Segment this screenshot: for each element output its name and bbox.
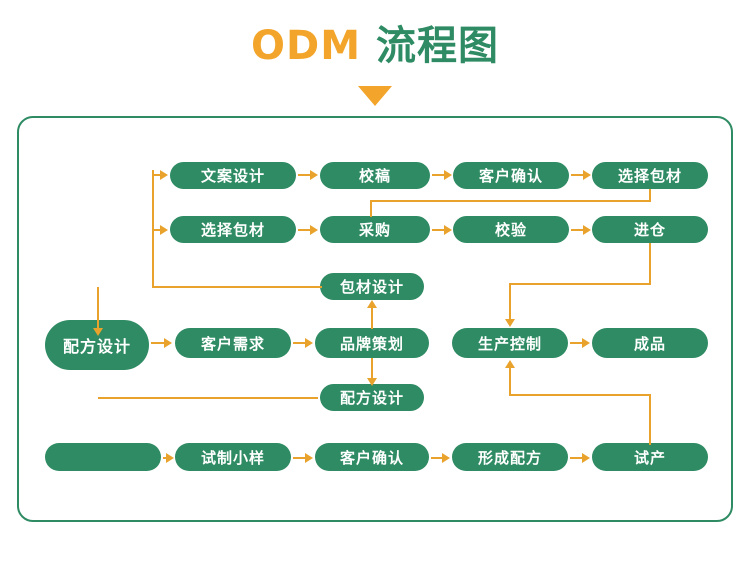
connector-material2-to-purchase [298, 229, 314, 231]
connector-left-to-formula2 [98, 397, 318, 399]
node-form-formula[interactable]: 形成配方 [452, 443, 568, 471]
node-copywriting[interactable]: 文案设计 [170, 162, 296, 189]
connector-warehouse-left [509, 283, 651, 285]
connector-trialprod-up [649, 394, 651, 445]
node-select-material-1[interactable]: 选择包材 [592, 162, 708, 189]
node-finished-product[interactable]: 成品 [592, 328, 708, 358]
node-client-confirm-1[interactable]: 客户确认 [453, 162, 569, 189]
connector-left-bus-to-packaging-design [152, 286, 322, 288]
node-purchase[interactable]: 采购 [320, 216, 430, 243]
connector-left-bus-to-material2 [152, 229, 164, 231]
arrow-proofreading-to-confirm [444, 170, 452, 180]
arrow-need-to-brand [305, 338, 313, 348]
title-latin: ODM [251, 23, 362, 69]
connector-confirm2-to-formformula [431, 457, 443, 459]
connector-production-to-finished [570, 342, 584, 344]
connector-formula-to-need [151, 342, 167, 344]
connector-into-formula-main [97, 287, 99, 331]
node-trial-production[interactable]: 试产 [592, 443, 708, 471]
arrow-formformula-to-trialprod [582, 453, 590, 463]
arrow-confirm2-to-formformula [442, 453, 450, 463]
arrow-purchase-to-inspect [444, 225, 452, 235]
connector-trialprod-into-production [509, 366, 511, 396]
node-trial-sample[interactable]: 试制小样 [175, 443, 291, 471]
connector-trialsample-to-confirm2 [293, 457, 306, 459]
node-brand-plan[interactable]: 品牌策划 [315, 328, 429, 358]
connector-material1-into-purchase [370, 200, 372, 217]
connector-brand-to-packaging-design [371, 303, 373, 329]
connector-warehouse-into-production [509, 283, 511, 321]
connector-brand-to-formula2 [371, 358, 373, 380]
flowchart-frame [17, 116, 733, 522]
page-title: ODM 流程图 [0, 22, 750, 70]
node-client-confirm-2[interactable]: 客户确认 [315, 443, 429, 471]
arrow-copywriting-to-proofreading [310, 170, 318, 180]
connector-formformula-to-trialprod [570, 457, 584, 459]
arrow-blank-to-trialsample [166, 453, 174, 463]
connector-material1-down [649, 189, 651, 201]
node-formula-design-2[interactable]: 配方设计 [320, 384, 424, 411]
arrow-trialsample-to-confirm2 [305, 453, 313, 463]
arrow-formula-to-need [164, 338, 172, 348]
arrow-left-bus-to-copywriting [160, 170, 168, 180]
node-client-need[interactable]: 客户需求 [175, 328, 291, 358]
triangle-down-icon [358, 86, 392, 106]
connector-proofreading-to-confirm [432, 174, 447, 176]
connector-purchase-to-inspect [432, 229, 447, 231]
node-select-material-2[interactable]: 选择包材 [170, 216, 296, 243]
arrow-production-to-finished [582, 338, 590, 348]
connector-inspect-to-warehouse [571, 229, 586, 231]
node-blank-start[interactable] [45, 443, 161, 471]
arrow-into-formula-main [93, 328, 103, 336]
arrow-trialprod-into-production [505, 360, 515, 368]
connector-material1-left [370, 200, 651, 202]
title-chinese: 流程图 [375, 23, 499, 69]
arrow-confirm-to-material [583, 170, 591, 180]
arrow-warehouse-into-production [505, 319, 515, 327]
connector-copywriting-to-proofreading [298, 174, 314, 176]
connector-left-bus-vertical [152, 170, 154, 287]
connector-warehouse-down [649, 243, 651, 284]
connector-confirm-to-material [571, 174, 586, 176]
arrow-inspect-to-warehouse [583, 225, 591, 235]
node-proofreading[interactable]: 校稿 [320, 162, 430, 189]
node-warehouse[interactable]: 进仓 [592, 216, 708, 243]
node-packaging-design[interactable]: 包材设计 [320, 273, 424, 300]
node-production-control[interactable]: 生产控制 [452, 328, 568, 358]
connector-left-bus-to-copywriting [152, 174, 164, 176]
arrow-brand-to-packaging-design [367, 300, 377, 308]
arrow-material2-to-purchase [310, 225, 318, 235]
arrow-brand-to-formula2 [367, 378, 377, 386]
connector-need-to-brand [293, 342, 306, 344]
connector-trialprod-left [509, 394, 651, 396]
arrow-left-bus-to-material2 [160, 225, 168, 235]
node-inspect[interactable]: 校验 [453, 216, 569, 243]
